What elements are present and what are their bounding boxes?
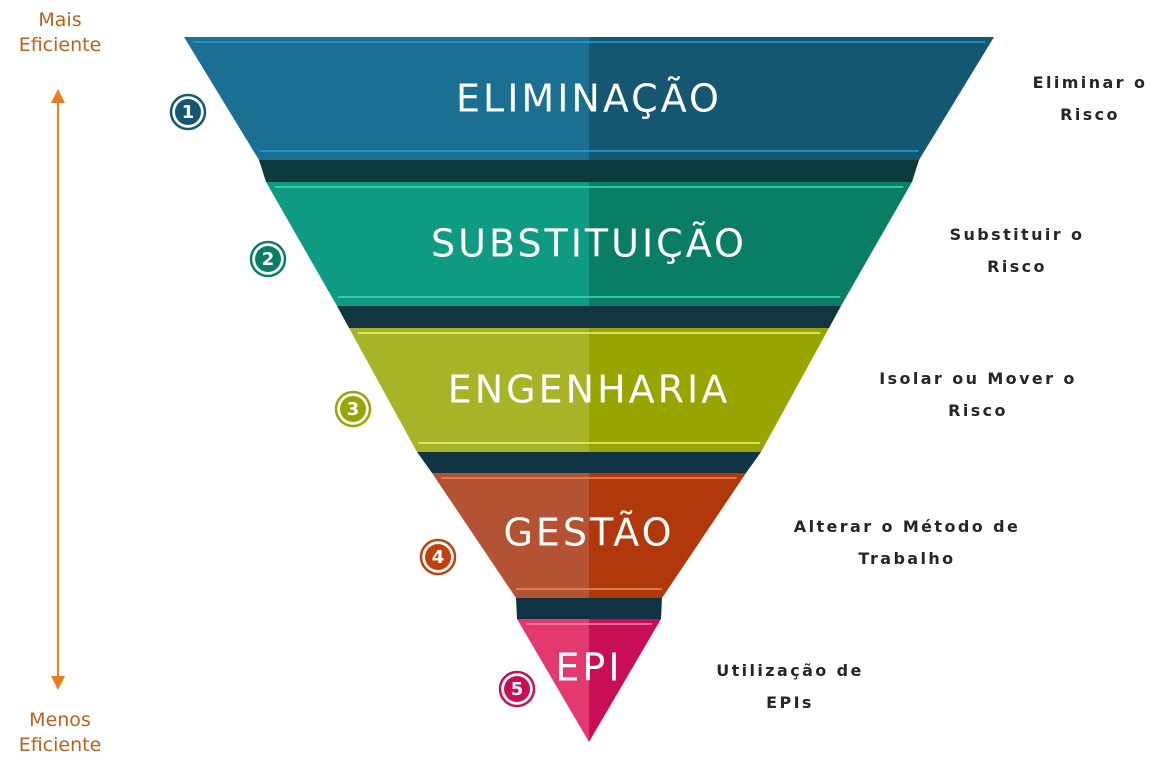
- description-line2: Risco: [1060, 105, 1120, 124]
- description-line2: Trabalho: [858, 549, 956, 568]
- badge-fill: [255, 246, 281, 272]
- level-title: SUBSTITUIÇÃO: [431, 222, 747, 266]
- band-left-half: [432, 473, 589, 598]
- number-badge: 4: [419, 538, 457, 576]
- description-line1: Alterar o Método de: [793, 517, 1021, 536]
- level-4: GESTÃO 4: [417, 452, 761, 598]
- badge-number: 4: [432, 547, 445, 568]
- band-right-half: [589, 182, 912, 306]
- badge-number: 2: [262, 249, 275, 270]
- description-line1: Isolar ou Mover o: [879, 369, 1077, 388]
- level-title: ENGENHARIA: [448, 368, 731, 412]
- number-badge: 5: [498, 670, 536, 708]
- badge-number: 1: [182, 102, 195, 123]
- top-axis-label-line2: Eficiente: [18, 34, 102, 56]
- description-line1: Eliminar o: [1032, 73, 1148, 92]
- band-right-half: [589, 37, 994, 160]
- badge-fill: [175, 99, 201, 125]
- description-level-3: Isolar ou Mover o Risco: [838, 363, 1118, 427]
- badge-number: 5: [511, 679, 524, 700]
- bottom-axis-label-line2: Eficiente: [18, 734, 102, 756]
- connector-shadow: [417, 452, 761, 473]
- level-5: EPI 5: [498, 598, 662, 742]
- number-badge: 3: [334, 390, 372, 428]
- level-2: SUBSTITUIÇÃO 2: [249, 160, 919, 306]
- description-level-1: Eliminar o Risco: [990, 67, 1174, 131]
- top-axis-label: Mais Eficiente: [0, 8, 120, 58]
- bottom-axis-label: Menos Eficiente: [0, 708, 120, 758]
- badge-fill: [425, 544, 451, 570]
- badge-number: 3: [347, 399, 360, 420]
- level-title: ELIMINAÇÃO: [456, 77, 722, 121]
- description-line2: EPIs: [766, 693, 814, 712]
- description-level-2: Substituir o Risco: [917, 219, 1117, 283]
- band-right-half: [589, 473, 746, 598]
- band-left-half: [517, 619, 589, 742]
- bottom-axis-label-line1: Menos: [29, 709, 91, 731]
- description-line2: Risco: [987, 257, 1047, 276]
- description-level-5: Utilização de EPIs: [680, 655, 900, 719]
- connector-shadow: [259, 160, 919, 182]
- badge-fill: [340, 396, 366, 422]
- description-line1: Substituir o: [949, 225, 1085, 244]
- description-line2: Risco: [948, 401, 1008, 420]
- badge-fill: [504, 676, 530, 702]
- top-axis-label-line1: Mais: [38, 9, 82, 31]
- number-badge: 2: [249, 240, 287, 278]
- band-left-half: [184, 37, 589, 160]
- number-badge: 1: [169, 93, 207, 131]
- level-1: ELIMINAÇÃO 1: [169, 37, 994, 160]
- level-title: EPI: [555, 646, 622, 690]
- connector-shadow: [337, 306, 841, 328]
- band-left-half: [266, 182, 589, 306]
- description-level-4: Alterar o Método de Trabalho: [752, 511, 1062, 575]
- band-left-half: [349, 328, 589, 452]
- band-right-half: [589, 619, 661, 742]
- description-line1: Utilização de: [716, 661, 864, 680]
- connector-shadow: [516, 598, 662, 619]
- level-3: ENGENHARIA 3: [334, 306, 841, 452]
- level-title: GESTÃO: [503, 511, 674, 555]
- band-right-half: [589, 328, 829, 452]
